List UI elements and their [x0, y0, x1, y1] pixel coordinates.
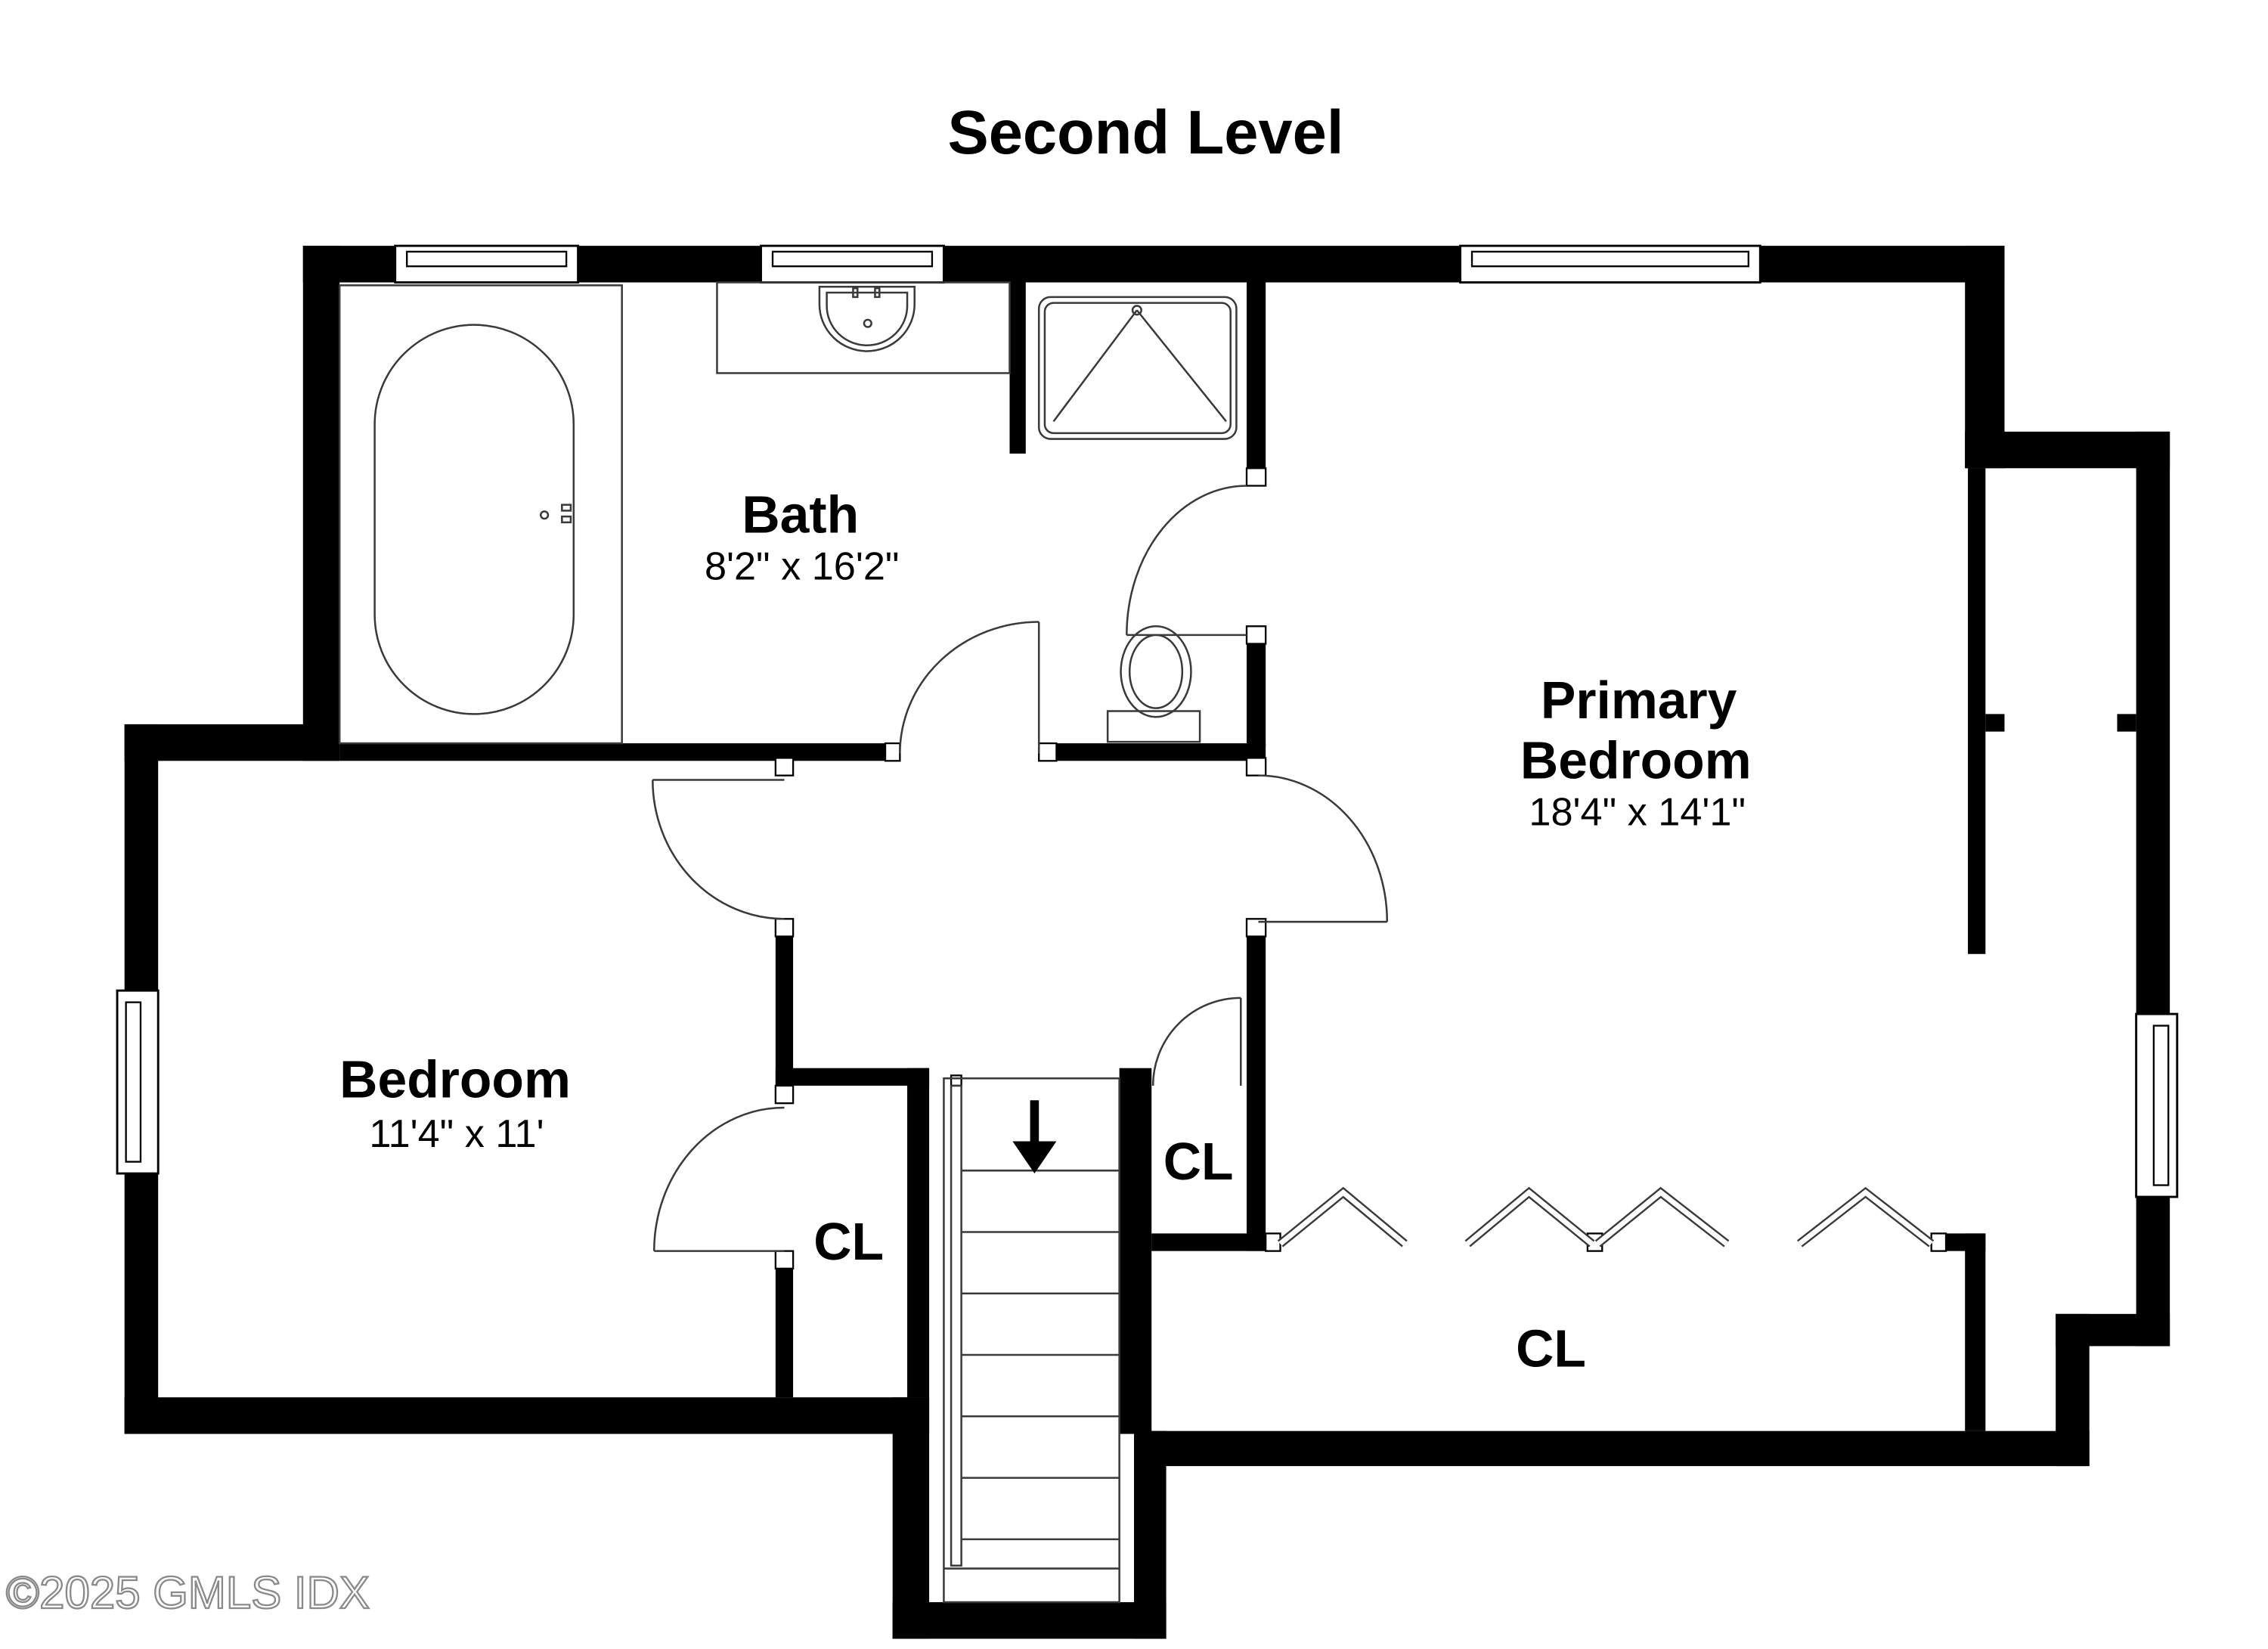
wall-segment: [1151, 1233, 1266, 1251]
door-jamb: [1245, 918, 1267, 938]
tub-basin: [373, 324, 575, 715]
bedroom-dimensions: 11'4" x 11': [369, 1112, 544, 1156]
wall-segment: [943, 246, 1461, 283]
wall-segment: [1119, 1068, 1152, 1434]
shower-head: [1131, 305, 1142, 316]
watermark: ©2025 GMLS IDX: [6, 1567, 370, 1618]
windows: [116, 244, 2179, 1198]
doors: [652, 485, 1935, 1252]
bifold-doors-primary-closet: [1277, 1186, 1935, 1248]
sink-bowl-inner: [826, 291, 909, 346]
door-jamb: [774, 757, 795, 776]
toilet-bowl: [1120, 625, 1192, 718]
door-jamb: [774, 1250, 795, 1270]
sink-bowl: [818, 286, 916, 352]
wall-segment: [2117, 714, 2136, 732]
door-jamb: [1245, 757, 1267, 776]
door-jamb: [950, 1074, 962, 1087]
wall-segment: [1968, 468, 1986, 954]
bath-dimensions: 8'2" x 16'2": [705, 544, 900, 588]
door-jamb: [1245, 467, 1267, 487]
wall-segment: [1760, 246, 2005, 283]
wall-segment: [1009, 282, 1026, 454]
wall-segment: [775, 1268, 794, 1398]
door-jambs: [774, 467, 1947, 1270]
toilet-tank: [1106, 710, 1201, 743]
door-jamb: [1930, 1232, 1947, 1252]
tub-faucet: [561, 515, 572, 524]
shower: [1037, 296, 1238, 440]
door-jamb: [1038, 742, 1058, 762]
window-primary-top: [1459, 244, 1761, 284]
wall-segment: [1965, 431, 2170, 469]
interior-walls: [339, 282, 2136, 1434]
door-hall-to-primary: [1258, 774, 1389, 923]
door-bedroom-closet: [652, 1106, 785, 1252]
door-hall-closet: [1151, 997, 1242, 1086]
sink-drain: [863, 318, 872, 328]
wall-segment: [1247, 936, 1266, 1251]
wall-segment: [124, 1397, 930, 1434]
wall-segment: [907, 1068, 930, 1398]
sink-vanity: [716, 281, 1011, 374]
page-title: Second Level: [948, 98, 1344, 167]
closet-bedroom-label: CL: [813, 1212, 884, 1271]
exterior-walls: [124, 246, 2170, 1639]
arrow-down-icon: [1012, 1100, 1057, 1174]
shower-outer: [1037, 296, 1238, 440]
wall-segment: [1247, 282, 1266, 469]
wall-segment: [1247, 643, 1266, 746]
wall-segment: [1056, 743, 1266, 761]
bathtub: [338, 284, 623, 745]
window-bath-sink: [760, 244, 945, 284]
stair-outline: [943, 1077, 1120, 1604]
wall-segment: [1134, 1430, 2090, 1467]
staircase: [943, 1077, 1120, 1604]
wall-segment: [339, 743, 886, 761]
sink-faucet: [852, 287, 859, 299]
door-hall-to-bath: [899, 621, 1040, 754]
stair-handrail: [950, 1084, 962, 1567]
door-jamb: [774, 1084, 795, 1105]
wall-segment: [1985, 714, 2005, 732]
wall-segment: [1965, 1233, 1986, 1431]
closet-hall-label: CL: [1163, 1132, 1234, 1191]
wall-segment: [775, 1068, 930, 1086]
window-primary-right: [2135, 1012, 2179, 1198]
shower-slope: [1052, 309, 1138, 423]
tub-faucet: [561, 504, 572, 512]
tub-drain: [540, 510, 550, 520]
wall-segment: [775, 936, 794, 1086]
bath-label: Bath: [742, 485, 859, 544]
door-jamb: [884, 742, 901, 762]
sink-faucet: [874, 287, 881, 299]
tub-alcove: [338, 284, 623, 745]
wall-segment: [892, 1602, 1167, 1639]
window-bedroom-left: [116, 989, 160, 1175]
door-jamb: [1245, 625, 1267, 645]
primary-bedroom-dimensions: 18'4" x 14'1": [1529, 790, 1746, 834]
wall-segment: [124, 1173, 159, 1434]
wall-segment: [302, 246, 340, 761]
vanity-counter: [716, 281, 1011, 374]
door-jamb: [1265, 1232, 1281, 1252]
door-hall-to-bedroom: [652, 779, 785, 920]
primary-bedroom-label-line1: Primary: [1541, 671, 1737, 730]
bedroom-label: Bedroom: [339, 1049, 571, 1108]
wall-segment: [1965, 246, 2005, 469]
wall-segment: [2136, 431, 2170, 1015]
wall-segment: [892, 1397, 930, 1639]
wall-segment: [124, 724, 159, 991]
toilet-seat: [1128, 634, 1184, 709]
shower-slope: [1136, 309, 1227, 423]
door-bath-to-primary: [1126, 485, 1247, 637]
shower-inner: [1043, 302, 1232, 435]
wall-segment: [578, 246, 761, 283]
door-jamb: [774, 918, 795, 938]
toilet: [1106, 625, 1201, 743]
primary-bedroom-label-line2: Bedroom: [1520, 731, 1752, 790]
closet-primary-label: CL: [1516, 1319, 1586, 1378]
window-bath-tub: [394, 244, 580, 284]
